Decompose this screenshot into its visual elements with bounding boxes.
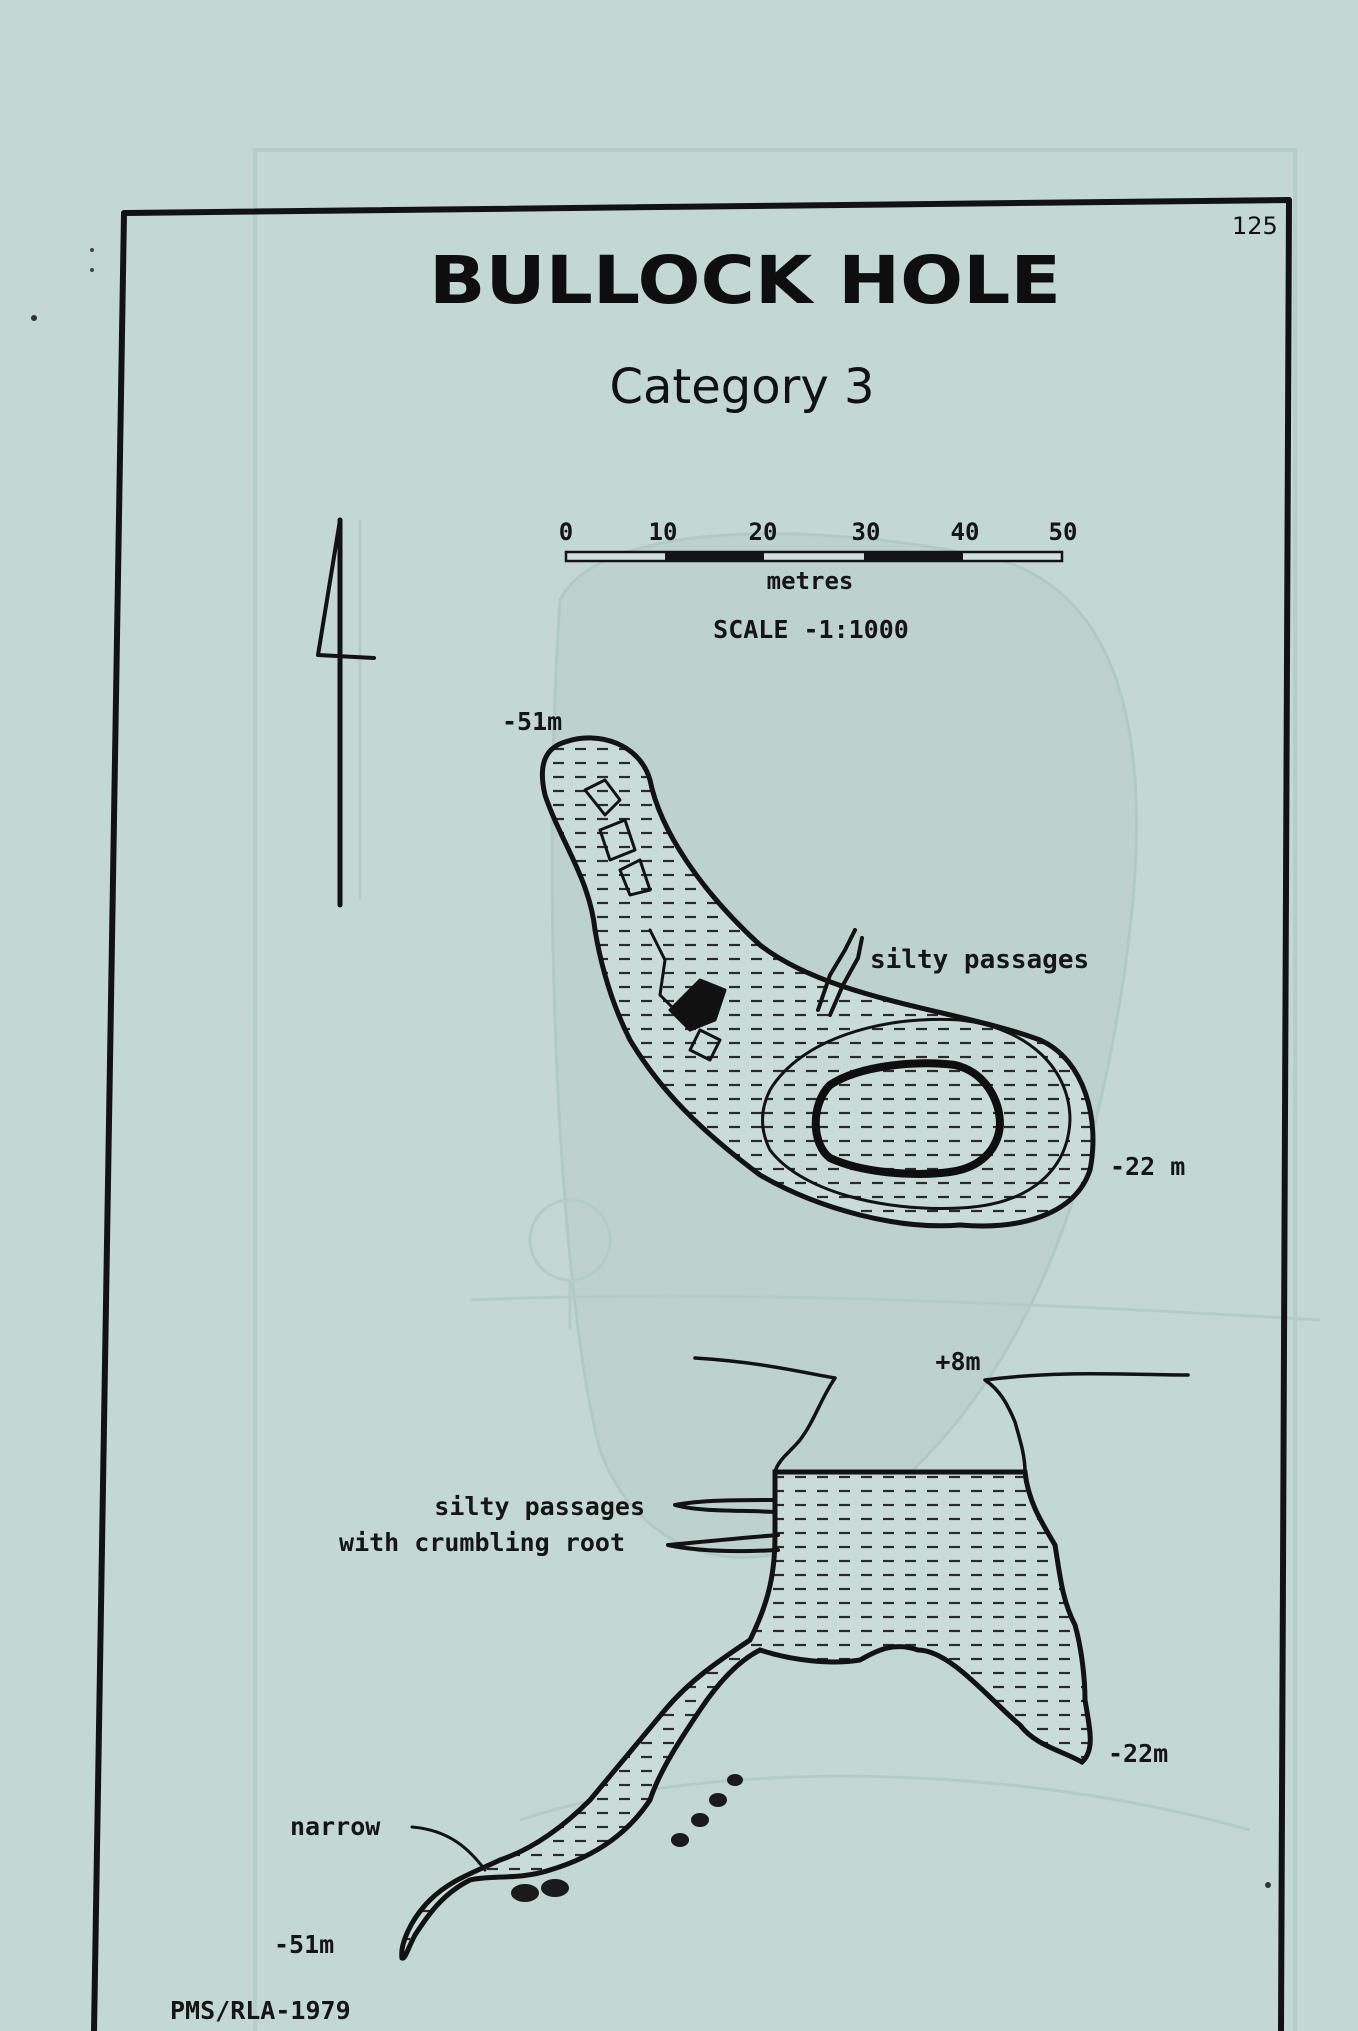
plan-passage-note: silty passages (870, 945, 1089, 975)
plan-inner-pool (811, 1059, 1005, 1178)
plan-depth-right-label: -22 m (1110, 1152, 1185, 1181)
scale-tick-label: 10 (649, 518, 678, 546)
stray-dot (1265, 1882, 1271, 1888)
page-frame (91, 197, 1292, 2031)
section-depth-bottom-label: -51m (274, 1930, 334, 1959)
section-view (399, 1356, 1190, 1961)
map-subtitle: Category 3 (609, 359, 874, 415)
page-number: 125 (1232, 212, 1278, 240)
section-narrow-label: narrow (290, 1812, 381, 1841)
section-passage-note-line1: silty passages (434, 1492, 645, 1521)
north-arrow-icon (316, 517, 376, 908)
scale-tick-label: 0 (559, 518, 573, 546)
scale-tick-label: 40 (951, 518, 980, 546)
section-depth-right-label: -22m (1108, 1739, 1168, 1768)
section-cavity (399, 1469, 1093, 1961)
stray-dot (31, 315, 37, 321)
stray-dot (90, 268, 94, 272)
scale-unit-label: metres (767, 567, 854, 595)
plan-depth-top-label: -51m (502, 707, 562, 736)
scale-tick-label: 30 (852, 518, 881, 546)
map-title: BULLOCK HOLE (429, 242, 1061, 319)
stray-dot (90, 248, 94, 252)
plan-view (539, 735, 1096, 1229)
scale-ratio-label: SCALE -1:1000 (713, 615, 909, 644)
section-surface-label: +8m (935, 1347, 980, 1376)
scale-tick-label: 50 (1049, 518, 1078, 546)
survey-credit: PMS/RLA-1979 (170, 1996, 351, 2025)
scale-bar: 0 10 20 30 40 50 metres SCALE -1:1000 (559, 518, 1078, 644)
scale-tick-label: 20 (749, 518, 778, 546)
section-passage-note-line2: with crumbling root (339, 1528, 625, 1557)
